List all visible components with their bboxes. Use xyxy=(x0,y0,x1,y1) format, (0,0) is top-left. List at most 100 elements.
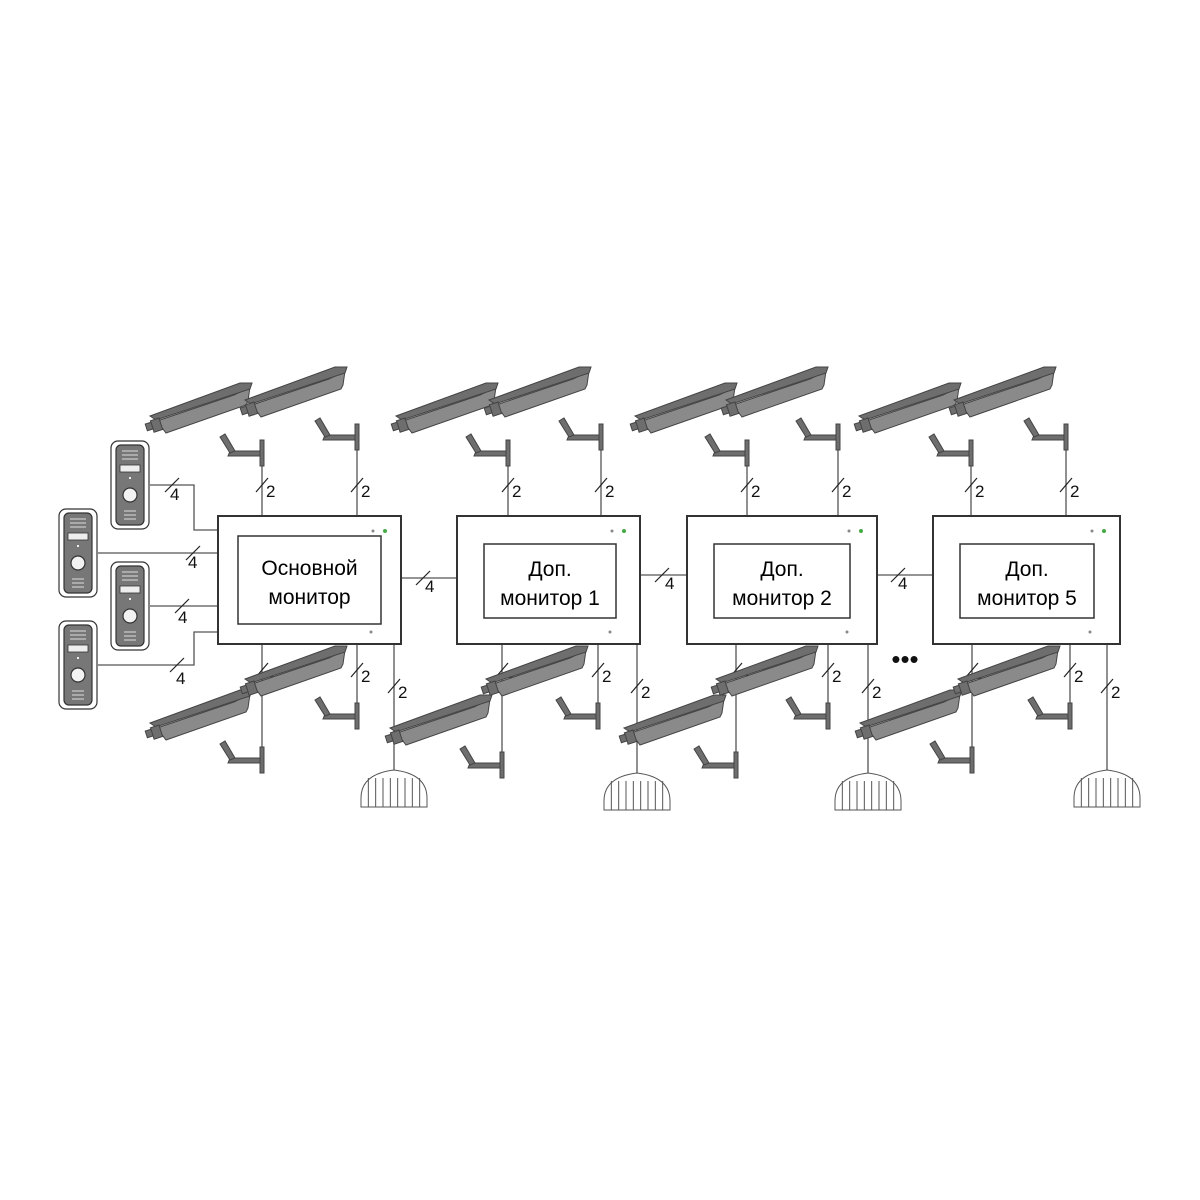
wire-count-label: 4 xyxy=(898,574,907,593)
wire-count-tick xyxy=(1100,678,1114,694)
wire-count-label: 2 xyxy=(641,683,650,702)
door-call-panel-icon xyxy=(110,440,150,530)
panel-wire-1 xyxy=(150,484,218,531)
cctv-camera-icon xyxy=(390,382,511,467)
monitor-title-line1: Основной xyxy=(261,557,357,580)
wire-count-tick xyxy=(169,657,185,673)
wire-count-label: 2 xyxy=(975,482,984,501)
wire-count-tick xyxy=(350,662,364,678)
power-led xyxy=(383,529,387,533)
wires-layer: 444444422222222222222222222 xyxy=(98,450,1120,773)
monitor-1: Доп. монитор 1 xyxy=(456,515,641,645)
cctv-camera-icon xyxy=(483,366,604,451)
door-call-panel-icon xyxy=(58,620,98,710)
monitor-title-line2: монитор 2 xyxy=(732,587,832,610)
electric-lock-icon xyxy=(1073,769,1141,808)
wire-count-label: 4 xyxy=(178,608,187,627)
cctv-camera-icon xyxy=(854,689,975,774)
monitor-screen xyxy=(713,543,851,619)
wire-count-label: 4 xyxy=(188,553,197,572)
wire-count-tick xyxy=(591,662,605,678)
wire-count-label: 2 xyxy=(1070,482,1079,501)
cctv-camera-icon xyxy=(720,366,841,451)
power-led xyxy=(859,529,863,533)
monitor-3: Доп. монитор 5 xyxy=(932,515,1121,645)
wire-count-label: 2 xyxy=(1111,683,1120,702)
cctv-camera-icon xyxy=(710,645,831,730)
cctv-camera-icon xyxy=(384,694,505,779)
wire-count-tick xyxy=(350,477,364,493)
wire-count-tick xyxy=(630,678,644,694)
monitor-title-line2: монитор xyxy=(268,586,350,609)
more-monitors-ellipsis: ••• xyxy=(891,644,918,674)
wire-count-tick xyxy=(965,662,979,678)
wire-count-tick xyxy=(1059,477,1073,493)
wire-count-label: 2 xyxy=(602,667,611,686)
wire-count-tick xyxy=(594,477,608,493)
wire-count-tick xyxy=(890,567,906,583)
wire-count-tick xyxy=(821,662,835,678)
cctv-camera-icon xyxy=(853,382,974,467)
wire-count-tick xyxy=(174,598,190,614)
wire-count-tick xyxy=(255,477,269,493)
door-call-panel-icon xyxy=(110,561,150,651)
mic-dot xyxy=(845,630,849,634)
mic-dot xyxy=(369,630,373,634)
wire-count-label: 4 xyxy=(425,577,434,596)
wire-count-tick xyxy=(654,567,670,583)
monitor-2: Доп. монитор 2 xyxy=(686,515,878,645)
wire-count-label: 2 xyxy=(832,667,841,686)
cctv-camera-icon xyxy=(144,689,265,774)
wire-count-label: 2 xyxy=(398,683,407,702)
monitor-title-line2: монитор 1 xyxy=(500,587,600,610)
monitor-title-line1: Доп. xyxy=(760,558,803,581)
wire-count-label: 2 xyxy=(266,482,275,501)
wire-count-tick xyxy=(387,678,401,694)
wire-count-label: 2 xyxy=(512,482,521,501)
mic-dot xyxy=(608,630,612,634)
wire-count-label: 2 xyxy=(605,482,614,501)
monitor-screen xyxy=(483,543,617,619)
wire-count-tick xyxy=(740,477,754,493)
monitor-screen xyxy=(237,535,382,625)
electric-lock-icon xyxy=(834,772,902,811)
monitor-title-line1: Доп. xyxy=(1005,558,1048,581)
door-call-panel-icon xyxy=(58,508,98,598)
wire-count-label: 2 xyxy=(1074,667,1083,686)
electric-lock-icon xyxy=(360,769,428,808)
panel-wire-4 xyxy=(98,631,218,666)
wire-count-tick xyxy=(964,477,978,493)
monitors-layer: Основной монитор Доп. монитор 1 Доп. монитор … xyxy=(217,515,1121,645)
monitor-title-line2: монитор 5 xyxy=(977,587,1077,610)
wire-count-label: 2 xyxy=(842,482,851,501)
cctv-camera-icon xyxy=(239,366,360,451)
cctv-camera-icon xyxy=(629,382,750,467)
monitor-screen xyxy=(959,543,1095,619)
indicator-dot xyxy=(371,529,375,533)
electric-lock-icon xyxy=(603,772,671,811)
power-led xyxy=(622,529,626,533)
wire-count-label: 4 xyxy=(176,669,185,688)
wire-count-tick xyxy=(164,477,180,493)
indicator-dot xyxy=(847,529,851,533)
wire-count-label: 2 xyxy=(361,667,370,686)
wire-count-label: 2 xyxy=(872,683,881,702)
power-led xyxy=(1102,529,1106,533)
cctv-camera-icon xyxy=(952,645,1073,730)
devices-layer xyxy=(58,366,1141,811)
indicator-dot xyxy=(1090,529,1094,533)
wire-count-tick xyxy=(831,477,845,493)
wire-count-tick xyxy=(1063,662,1077,678)
cctv-camera-icon xyxy=(948,366,1069,451)
cctv-camera-icon xyxy=(618,694,739,779)
indicator-dot xyxy=(610,529,614,533)
wire-count-tick xyxy=(501,477,515,493)
wire-count-label: 2 xyxy=(751,482,760,501)
cctv-camera-icon xyxy=(239,645,360,730)
monitor-title-line1: Доп. xyxy=(528,558,571,581)
wire-count-tick xyxy=(861,678,875,694)
wire-count-label: 2 xyxy=(361,482,370,501)
wire-count-tick xyxy=(415,570,431,586)
cctv-camera-icon xyxy=(480,645,601,730)
